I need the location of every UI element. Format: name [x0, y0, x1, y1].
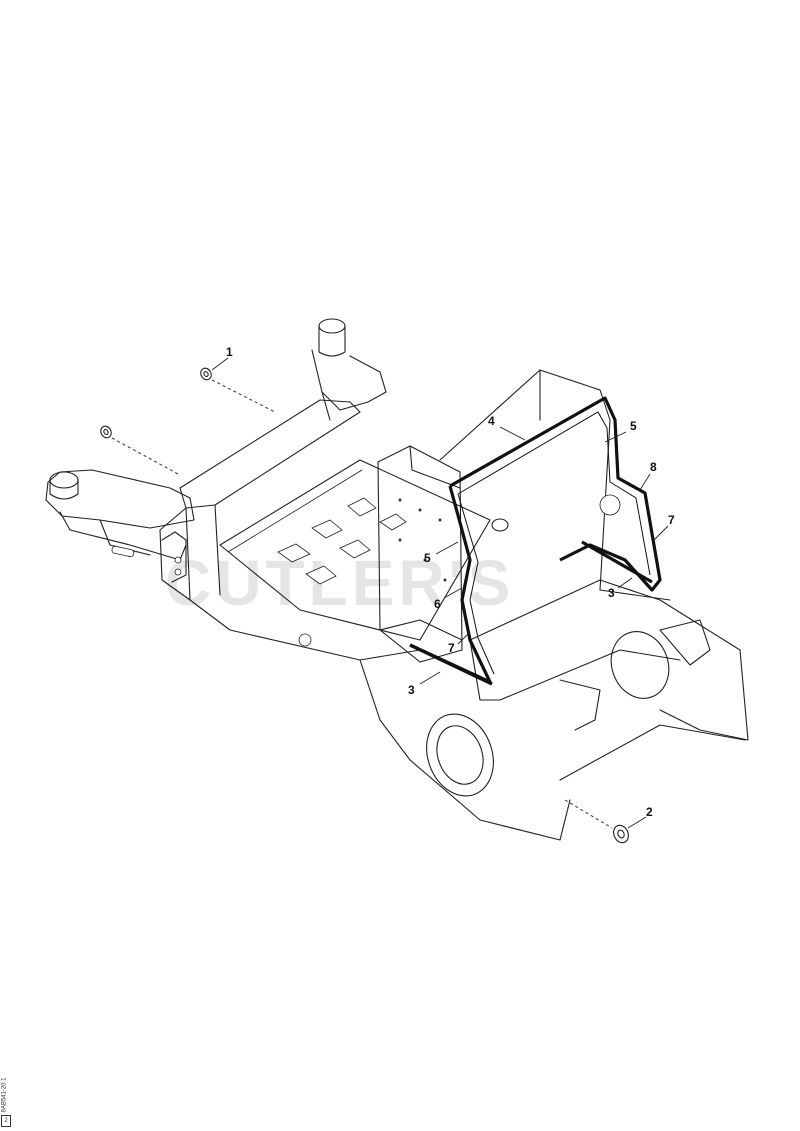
rear-caster-post [311, 318, 387, 421]
callout-6: 6 [434, 597, 441, 611]
left-side-rail [159, 399, 421, 661]
callout-1: 1 [226, 345, 233, 359]
washer-left [100, 425, 179, 475]
callout-3-left: 3 [408, 683, 415, 697]
callout-5-left: 5 [424, 551, 431, 565]
callout-5-right: 5 [630, 419, 637, 433]
callout-7-right: 7 [668, 513, 675, 527]
callout-4: 4 [488, 414, 495, 428]
floor-pan [219, 459, 491, 647]
front-frame-highlight [409, 396, 662, 686]
washer-part-1 [200, 367, 276, 413]
leader-lines [211, 357, 669, 829]
callout-3-right: 3 [608, 586, 615, 600]
callouts: 1 2 3 3 4 5 5 6 7 7 8 [226, 345, 675, 819]
reference-code-text: 8AB541-20 1 [1, 1077, 8, 1113]
callout-7-left: 7 [448, 641, 455, 655]
bulkhead-plate [377, 445, 463, 663]
washer-part-2 [564, 799, 629, 844]
rear-frame [359, 369, 749, 841]
reference-box: 2 [1, 1115, 11, 1127]
callout-2: 2 [646, 805, 653, 819]
front-caster-arm [45, 469, 195, 561]
callout-8: 8 [650, 460, 657, 474]
